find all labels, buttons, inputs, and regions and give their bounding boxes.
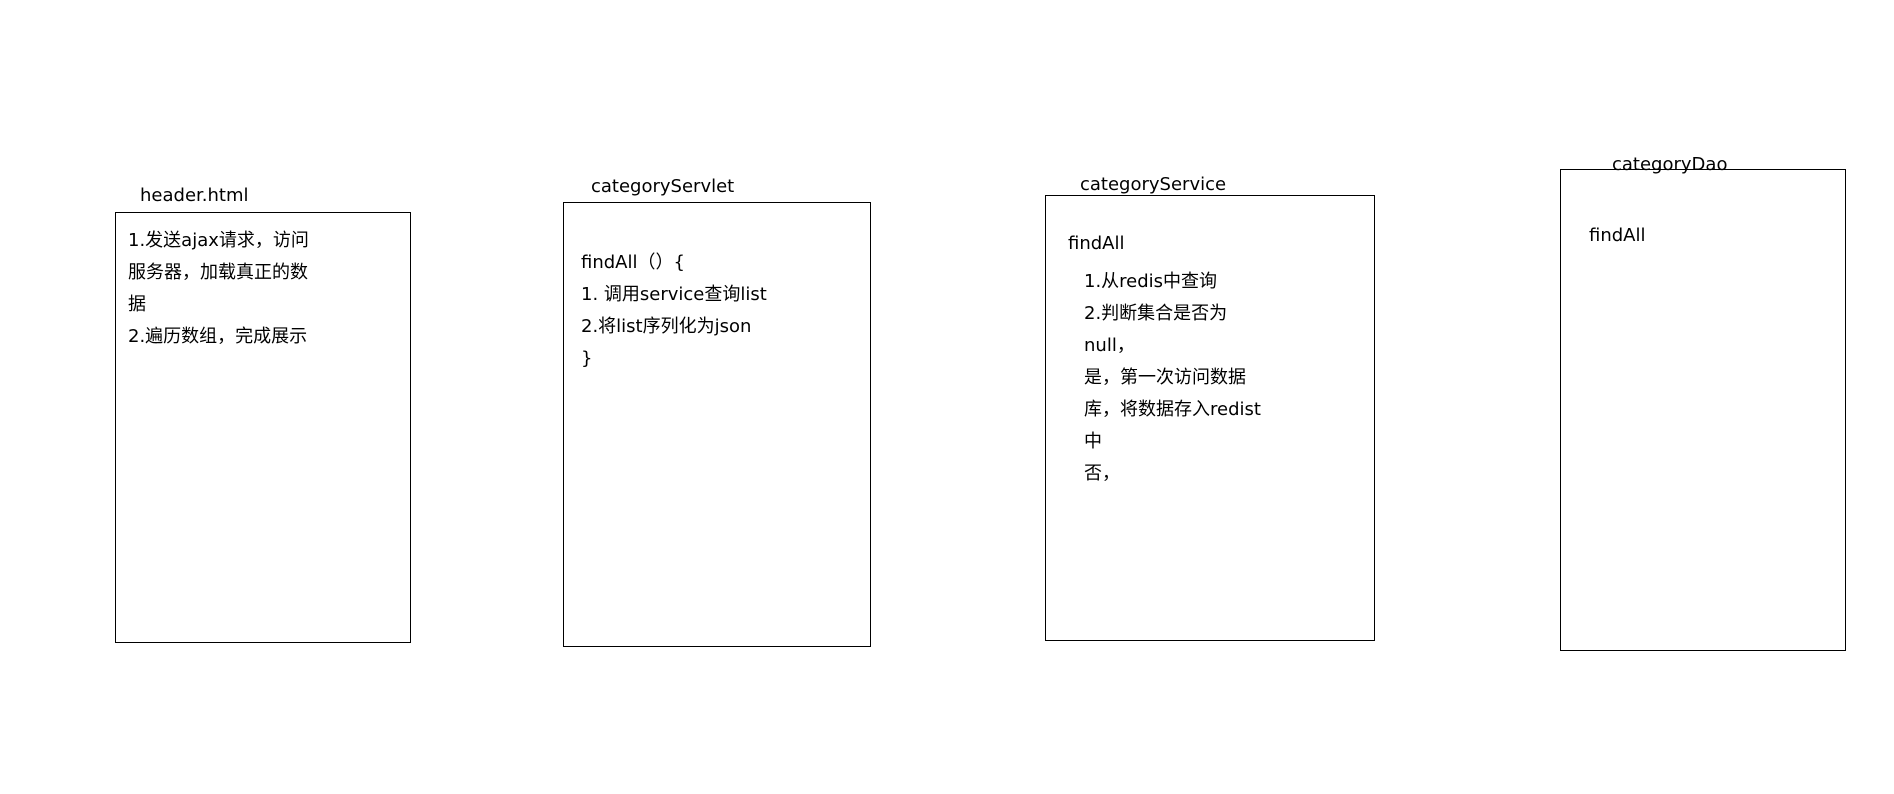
header-html-line-1: 1.发送ajax请求，访问 bbox=[128, 230, 309, 251]
category-service-line-7: 否， bbox=[1084, 463, 1120, 484]
category-dao-line-1: findAll bbox=[1589, 225, 1646, 246]
category-service-heading: findAll bbox=[1068, 233, 1125, 254]
header-html-line-2: 服务器，加载真正的数 bbox=[128, 262, 308, 283]
category-service-line-5: 库，将数据存入redist bbox=[1084, 399, 1261, 420]
category-servlet-line-4: } bbox=[581, 348, 593, 369]
category-service-line-1: 1.从redis中查询 bbox=[1084, 271, 1218, 292]
category-servlet-line-2: 1. 调用service查询list bbox=[581, 284, 767, 305]
header-html-line-3: 据 bbox=[128, 294, 146, 315]
category-dao-title: categoryDao bbox=[1612, 154, 1728, 175]
category-dao-box: findAll bbox=[1560, 169, 1846, 651]
category-service-line-6: 中 bbox=[1084, 431, 1102, 452]
category-service-line-4: 是，第一次访问数据 bbox=[1084, 367, 1246, 388]
category-servlet-box: findAll（）{ 1. 调用service查询list 2.将list序列化… bbox=[563, 202, 871, 647]
category-servlet-line-3: 2.将list序列化为json bbox=[581, 316, 752, 337]
category-service-line-3: null， bbox=[1084, 335, 1135, 356]
category-servlet-title: categoryServlet bbox=[591, 176, 735, 197]
category-service-box: findAll 1.从redis中查询 2.判断集合是否为 null， 是，第一… bbox=[1045, 195, 1375, 641]
category-service-title: categoryService bbox=[1080, 174, 1227, 195]
category-servlet-line-1: findAll（）{ bbox=[581, 252, 685, 273]
header-html-line-4: 2.遍历数组，完成展示 bbox=[128, 326, 308, 347]
header-html-box: 1.发送ajax请求，访问 服务器，加载真正的数 据 2.遍历数组，完成展示 bbox=[115, 212, 411, 643]
category-service-line-2: 2.判断集合是否为 bbox=[1084, 303, 1228, 324]
header-html-title: header.html bbox=[140, 185, 249, 206]
